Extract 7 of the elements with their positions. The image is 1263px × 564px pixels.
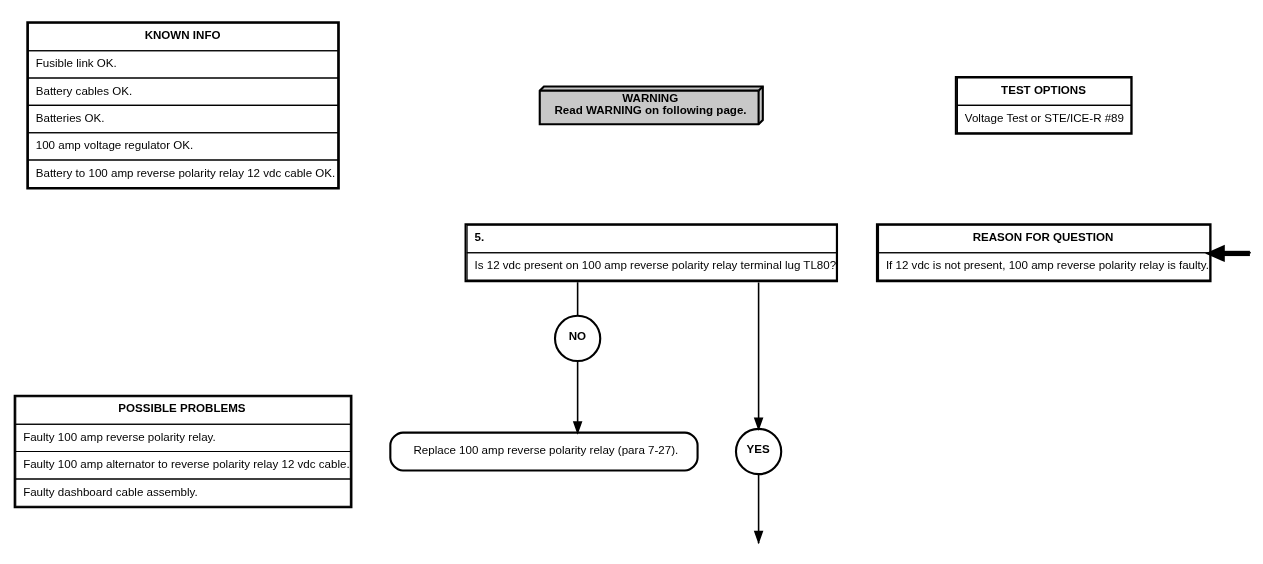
connector <box>576 281 578 317</box>
arrow <box>753 281 763 432</box>
arrow <box>1204 244 1250 263</box>
node-circle: YES <box>734 427 782 476</box>
node-circle: NO <box>553 314 601 363</box>
node-box: Replace 100 amp reverse polarity relay (para 7-27). <box>388 431 699 472</box>
arrow <box>572 360 582 435</box>
